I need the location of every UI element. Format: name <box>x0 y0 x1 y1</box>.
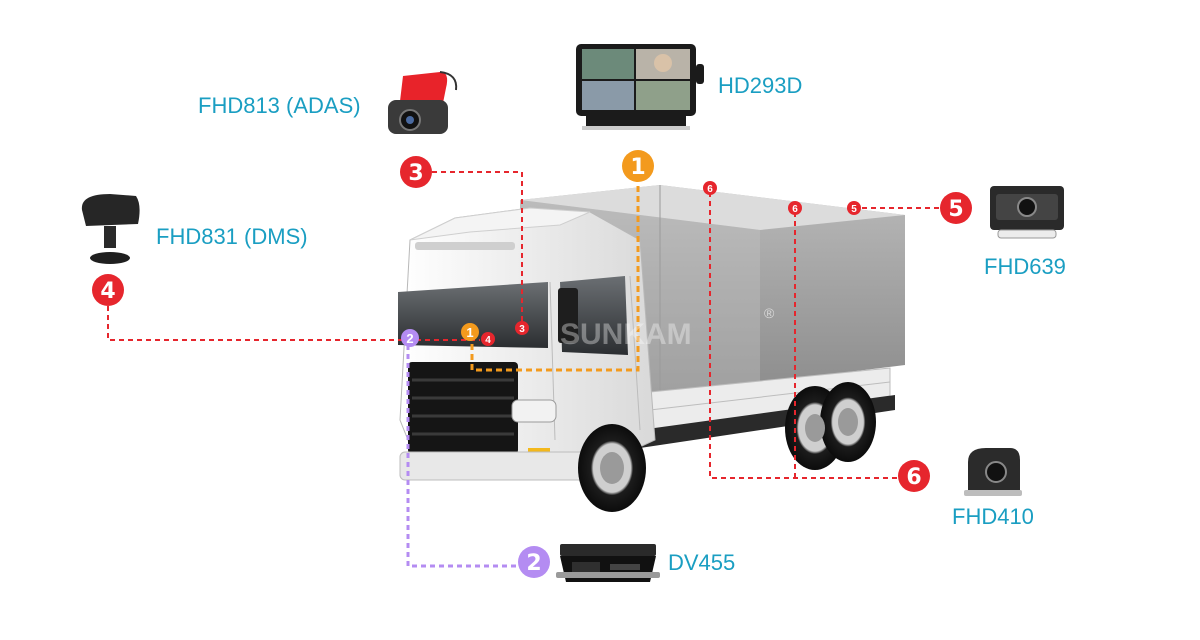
monitor-image <box>576 44 704 130</box>
marker-6-small-a: 6 <box>703 181 717 195</box>
rear-wheels <box>785 382 876 470</box>
wire-monitor <box>470 186 640 372</box>
svg-text:1: 1 <box>466 325 473 340</box>
marker-3-small: 3 <box>515 321 529 335</box>
wire-adas <box>432 171 523 326</box>
marker-3-big: 3 <box>400 156 432 188</box>
svg-text:3: 3 <box>408 161 423 186</box>
marker-4-small: 4 <box>481 332 495 346</box>
side-camera-image <box>964 448 1022 496</box>
marker-6-big: 6 <box>898 460 930 492</box>
dms-camera-image <box>81 194 140 264</box>
truck <box>398 185 905 512</box>
label-dms: FHD831 (DMS) <box>156 224 308 249</box>
rear-camera-image <box>990 186 1064 239</box>
label-adas: FHD813 (ADAS) <box>198 93 361 118</box>
headlight <box>511 399 557 423</box>
svg-text:6: 6 <box>792 204 798 215</box>
svg-text:6: 6 <box>707 184 713 195</box>
adas-camera-image <box>388 71 458 134</box>
label-side-camera: FHD410 <box>952 504 1034 529</box>
label-mdvr: DV455 <box>668 550 736 575</box>
marker-6-small-b: 6 <box>788 201 802 215</box>
marker-1-big: 1 <box>622 150 654 182</box>
marker-5-small: 5 <box>847 201 861 215</box>
svg-text:4: 4 <box>485 335 491 346</box>
front-wheel <box>578 424 646 512</box>
svg-text:2: 2 <box>406 331 413 346</box>
svg-text:2: 2 <box>526 551 541 576</box>
marker-5-big: 5 <box>940 192 972 224</box>
side-mirror <box>558 288 578 343</box>
wire-dms <box>107 306 480 341</box>
cargo-box-top <box>520 185 905 230</box>
label-rear-camera: FHD639 <box>984 254 1066 279</box>
svg-text:3: 3 <box>519 324 525 335</box>
marker-4-big: 4 <box>92 274 124 306</box>
svg-text:1: 1 <box>630 155 645 180</box>
watermark: SUNKAM <box>560 318 692 351</box>
svg-text:6: 6 <box>906 465 921 490</box>
label-monitor: HD293D <box>718 73 803 98</box>
grille <box>408 362 518 454</box>
wire-mdvr <box>406 345 518 568</box>
front-bumper <box>399 451 591 481</box>
mdvr-image <box>556 544 660 582</box>
marker-2-small: 2 <box>401 329 419 347</box>
svg-text:5: 5 <box>851 204 857 215</box>
marker-2-big: 2 <box>518 546 550 578</box>
marker-1-small: 1 <box>461 323 479 341</box>
watermark-registered: ® <box>764 305 775 321</box>
svg-text:5: 5 <box>948 197 963 222</box>
svg-text:4: 4 <box>100 279 115 304</box>
windshield <box>398 282 548 348</box>
